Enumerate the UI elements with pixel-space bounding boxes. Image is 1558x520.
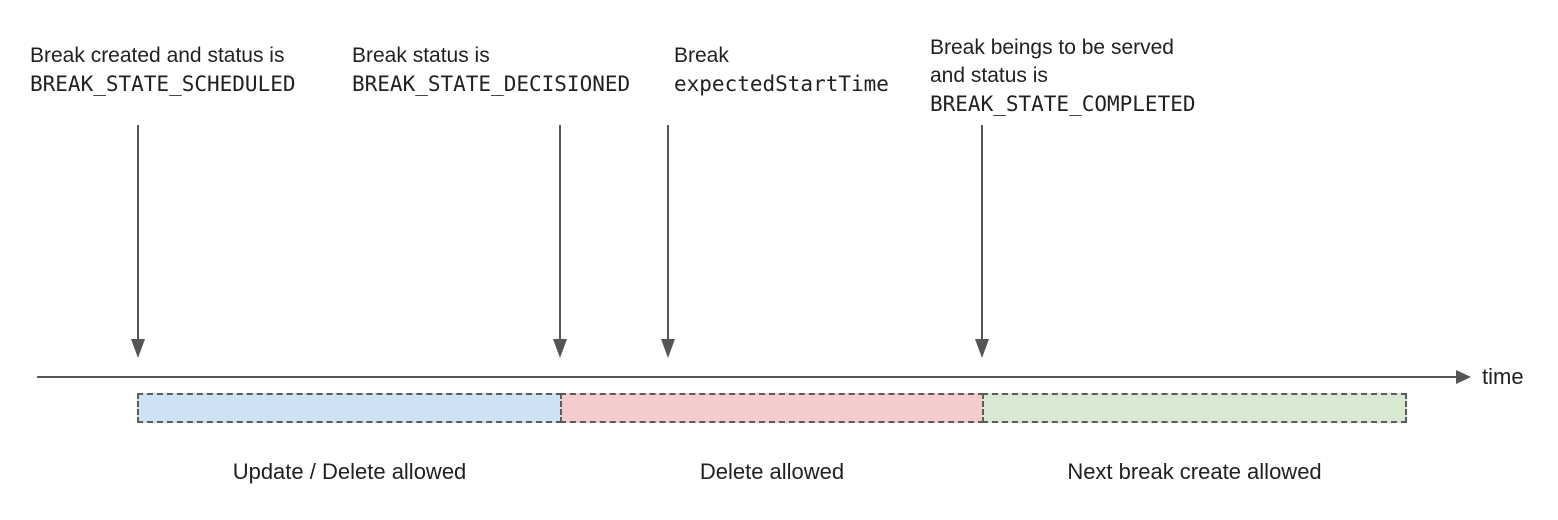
annotation-text: and status is xyxy=(930,64,1048,87)
segment-label-next-break-create-allowed: Next break create allowed xyxy=(1067,459,1322,484)
annotation-text: Break status is xyxy=(352,44,490,67)
annotation-expected-start-time: Break expectedStartTime xyxy=(674,42,889,98)
down-arrow-completed xyxy=(975,125,989,358)
segment-next-break-create-allowed xyxy=(982,393,1407,423)
timeline-arrowhead-icon xyxy=(1456,370,1471,384)
arrow-head-icon xyxy=(131,339,145,358)
segment-label-update-delete-allowed: Update / Delete allowed xyxy=(232,459,467,484)
arrow-shaft xyxy=(981,125,983,339)
segment-update-delete-allowed xyxy=(137,393,562,423)
annotation-code-break-state-decisioned: BREAK_STATE_DECISIONED xyxy=(352,72,631,96)
annotation-break-decisioned: Break status is BREAK_STATE_DECISIONED xyxy=(352,42,630,98)
arrow-shaft xyxy=(137,125,139,339)
arrow-shaft xyxy=(667,125,669,339)
down-arrow-expected-start xyxy=(661,125,675,358)
annotation-text: Break created and status is xyxy=(30,44,285,67)
arrow-head-icon xyxy=(661,339,675,358)
annotation-code-break-state-scheduled: BREAK_STATE_SCHEDULED xyxy=(30,72,296,96)
annotation-break-completed: Break beings to be served and status is … xyxy=(930,34,1196,118)
timeline-axis xyxy=(37,376,1457,378)
annotation-code-break-state-completed: BREAK_STATE_COMPLETED xyxy=(930,92,1196,116)
annotation-break-created: Break created and status is BREAK_STATE_… xyxy=(30,42,296,98)
annotation-text: Break beings to be served xyxy=(930,36,1174,59)
down-arrow-scheduled xyxy=(131,125,145,358)
arrow-head-icon xyxy=(975,339,989,358)
down-arrow-decisioned xyxy=(553,125,567,358)
annotation-text: Break xyxy=(674,44,729,67)
timeline-axis-label: time xyxy=(1482,364,1524,389)
annotation-code-expected-start-time: expectedStartTime xyxy=(674,72,889,96)
segment-delete-allowed xyxy=(560,393,984,423)
segment-label-delete-allowed: Delete allowed xyxy=(699,459,845,484)
arrow-shaft xyxy=(559,125,561,339)
arrow-head-icon xyxy=(553,339,567,358)
